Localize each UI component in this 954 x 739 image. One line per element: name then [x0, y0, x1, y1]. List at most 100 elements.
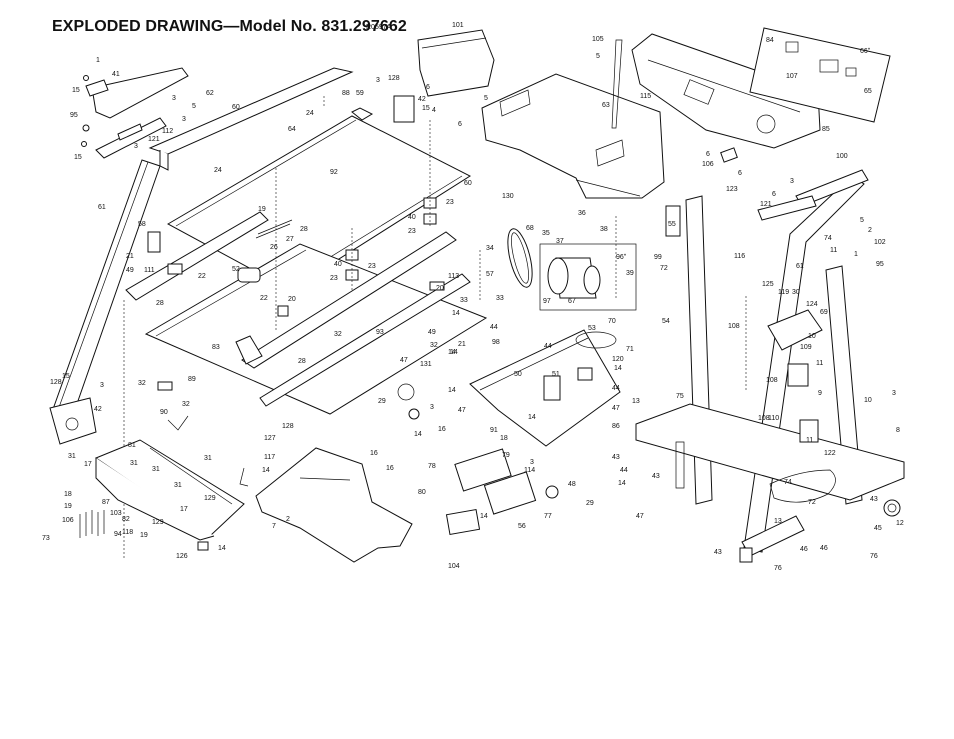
callout: 69 — [820, 309, 828, 316]
callout: 108 — [758, 415, 770, 422]
callout: 108 — [766, 377, 778, 384]
callout: 58 — [138, 221, 146, 228]
callout: 39 — [626, 270, 634, 277]
callout: 14 — [450, 349, 458, 356]
callout: 47 — [612, 405, 620, 412]
callout: 120 — [612, 356, 624, 363]
callout: 43 — [870, 496, 878, 503]
callout: 110 — [768, 415, 779, 422]
callout: 75 — [676, 393, 684, 400]
callout: 129 — [204, 495, 216, 502]
callout: 127 — [264, 435, 276, 442]
callout: 42 — [94, 406, 102, 413]
callout: 28 — [156, 300, 164, 307]
callout: 106 — [62, 517, 74, 524]
callout: 74 — [784, 479, 792, 486]
callout: 32 — [138, 380, 146, 387]
right-frame-group — [615, 169, 905, 563]
callout: 3 — [100, 382, 104, 389]
callout: 31 — [130, 460, 138, 467]
callout: 126 — [176, 553, 188, 560]
callout: 16 — [386, 465, 394, 472]
callout: 3 — [530, 459, 534, 466]
callout: 86 — [612, 423, 620, 430]
callout: 11 — [806, 437, 813, 444]
callout: 32 — [182, 401, 190, 408]
callout: 13 — [774, 518, 782, 525]
callout: 6 — [738, 170, 742, 177]
callout: 111 — [144, 267, 155, 274]
callout: 82 — [122, 516, 130, 523]
callout: 66ʺ — [860, 47, 871, 55]
left-handrail-group — [49, 67, 189, 445]
callout: 74 — [824, 235, 832, 242]
callout: 61 — [98, 204, 106, 211]
callout: 47 — [636, 513, 644, 520]
callout: 79 — [502, 452, 510, 459]
callout: 129 — [152, 519, 164, 526]
callout: 68 — [526, 225, 534, 232]
callout: 63 — [602, 102, 610, 109]
callout: 19 — [258, 206, 266, 213]
callout: 30 — [792, 289, 800, 296]
callout: 16 — [438, 426, 446, 433]
callout: 81 — [128, 442, 136, 449]
callout: 19 — [64, 503, 72, 510]
callout: 89 — [188, 376, 196, 383]
callout: 87 — [102, 499, 110, 506]
callout: 60 — [232, 104, 240, 111]
callout: 101 — [452, 22, 464, 29]
callout: 29 — [378, 398, 386, 405]
callout: 26 — [270, 244, 278, 251]
callout: 24 — [306, 110, 314, 117]
callout: 34 — [486, 245, 494, 252]
callout: 70 — [608, 318, 616, 325]
callout: 27 — [286, 236, 294, 243]
callout: 24 — [214, 167, 222, 174]
callout: 76 — [870, 553, 878, 560]
callout: 23 — [368, 263, 376, 270]
callout: 94 — [114, 531, 122, 538]
callout: 22 — [198, 273, 206, 280]
callout: 20 — [288, 296, 296, 303]
callout: 128 — [50, 379, 62, 386]
callout: 14 — [480, 513, 488, 520]
callout: 15 — [74, 154, 82, 161]
callout: 17 — [84, 461, 92, 468]
callout: 41 — [112, 71, 120, 78]
callout: 19 — [140, 532, 148, 539]
callout: 100 — [836, 153, 848, 160]
callout: 3 — [134, 143, 138, 150]
callout: 3 — [892, 390, 896, 397]
callout: 16 — [370, 450, 378, 457]
callout: 14 — [448, 387, 456, 394]
callout: 122 — [824, 450, 836, 457]
callout: 78 — [428, 463, 436, 470]
callout: 106 — [702, 161, 714, 168]
callout: 3 — [430, 404, 434, 411]
callout: 14 — [618, 480, 626, 487]
callout: 6 — [426, 84, 430, 91]
callout: 45 — [874, 525, 882, 532]
callout: 23 — [408, 228, 416, 235]
callout: 43 — [612, 454, 620, 461]
callout: 43 — [652, 473, 660, 480]
callout: 50 — [514, 371, 522, 378]
callout: 46 — [800, 546, 808, 553]
callout: 93 — [376, 329, 384, 336]
callout: 20 — [436, 285, 444, 292]
callout: 99 — [654, 254, 662, 261]
callout: 9 — [818, 390, 822, 397]
callout: 56 — [518, 523, 526, 530]
callout: 15 — [72, 87, 80, 94]
motor-hood-group — [417, 29, 665, 199]
callout-labels: 1 41 15 62 3 5 95 3 112 121 15 3 60 24 6… — [42, 22, 904, 572]
callout: 11 — [816, 360, 823, 367]
callout: 49 — [428, 329, 436, 336]
callout: 67 — [568, 298, 576, 305]
callout: 61 — [796, 263, 804, 270]
callout: 23 — [446, 199, 454, 206]
callout: 98 — [492, 339, 500, 346]
callout: 119 — [778, 289, 789, 296]
callout: 125 — [762, 281, 774, 288]
